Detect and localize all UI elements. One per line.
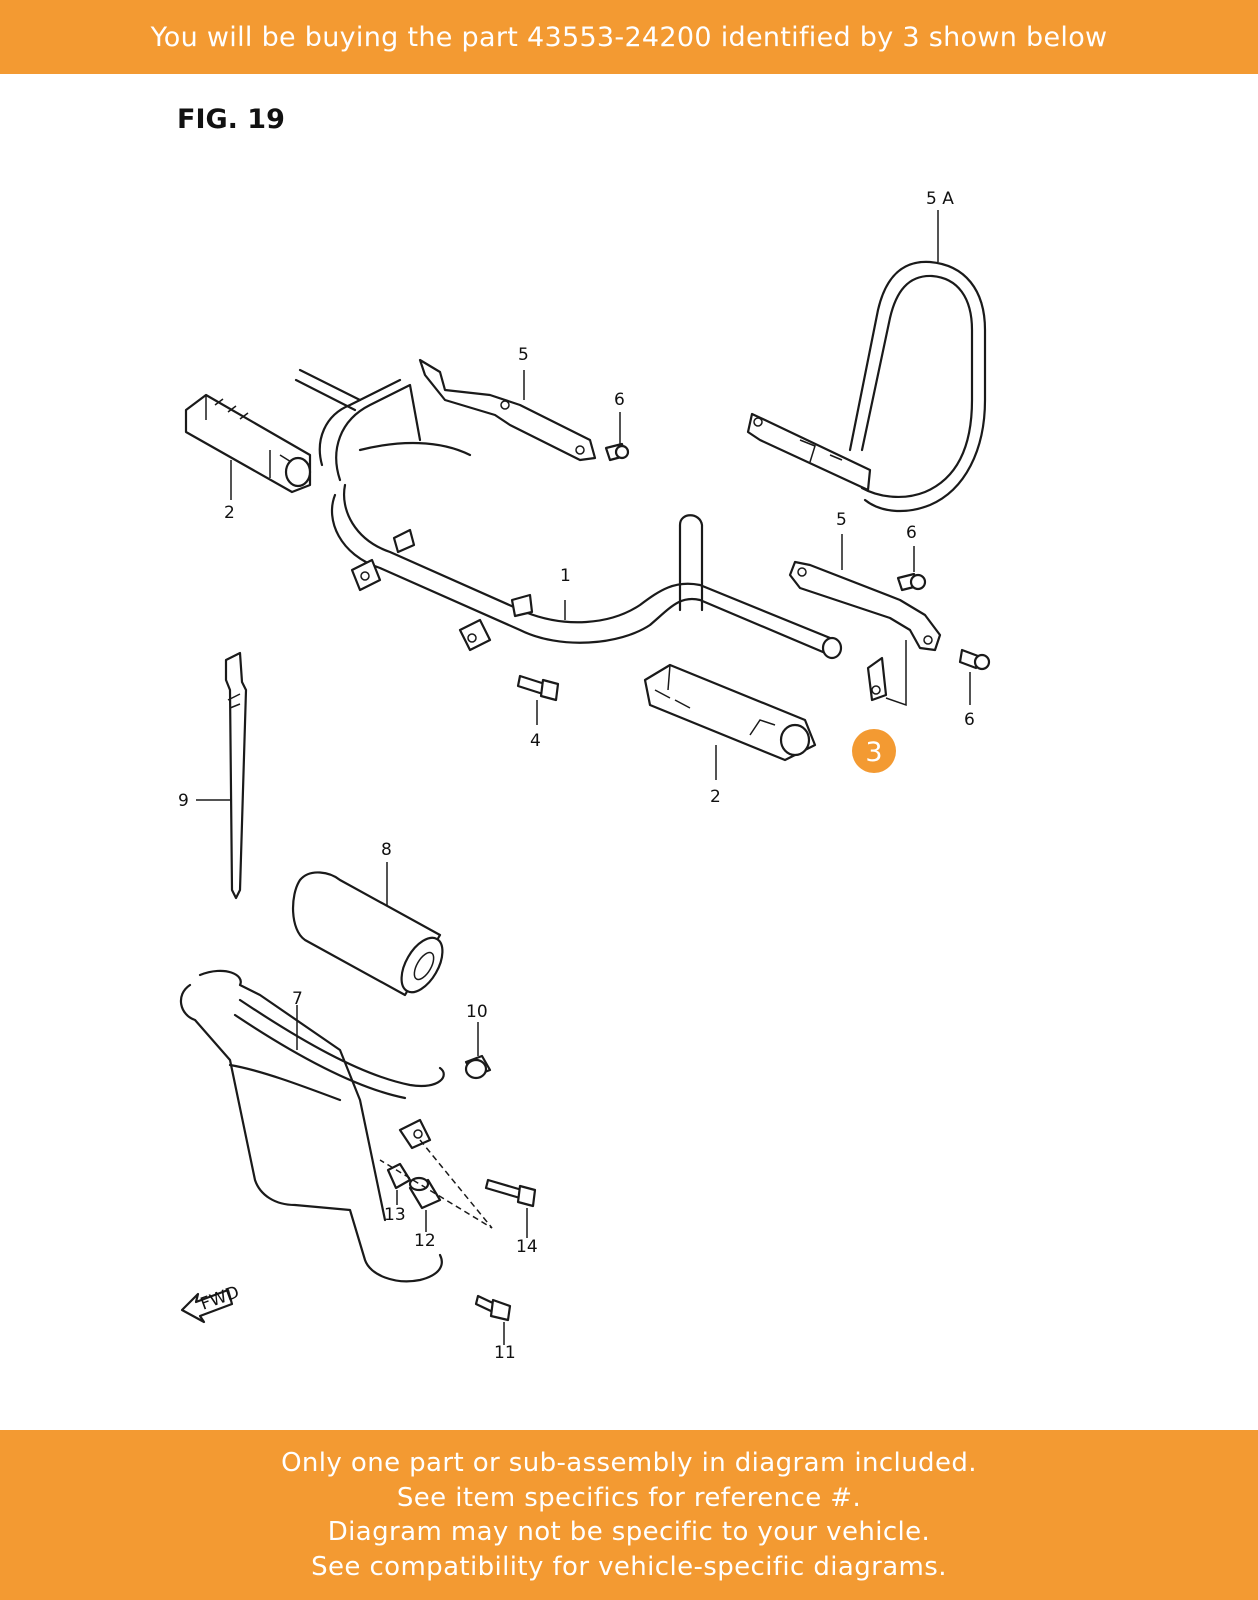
- label-4: 4: [530, 731, 541, 751]
- nut-13: [386, 1162, 412, 1190]
- strap-9: [224, 651, 248, 900]
- bracket-5-lower: [788, 560, 942, 652]
- bolt-6-mid: [896, 572, 927, 592]
- parts-diagram: FWD 1 2 2 4 5 5 5 A 6 6 6 7 8 9 10 11 12…: [178, 189, 991, 1363]
- label-1: 1: [560, 566, 571, 586]
- bolt-14: [484, 1178, 537, 1208]
- footer-line-3: Diagram may not be specific to your vehi…: [327, 1517, 931, 1547]
- footer-banner: Only one part or sub-assembly in diagram…: [0, 1430, 1258, 1600]
- front-guard-7: [179, 969, 445, 1283]
- label-7: 7: [292, 989, 303, 1009]
- footer-line-2: See item specifics for reference #.: [396, 1482, 862, 1513]
- label-10: 10: [466, 1002, 488, 1022]
- label-5A: 5 A: [926, 189, 954, 209]
- label-13: 13: [384, 1205, 406, 1225]
- footrest-right: [643, 663, 817, 762]
- footrest-left: [184, 393, 312, 494]
- bolt-4: [516, 674, 560, 702]
- label-5b: 5: [836, 510, 847, 530]
- label-9: 9: [178, 791, 189, 811]
- bolt-11: [474, 1294, 512, 1322]
- plate-3: [866, 640, 907, 707]
- label-5a: 5: [518, 345, 529, 365]
- footer-line-1: Only one part or sub-assembly in diagram…: [281, 1448, 977, 1478]
- bolt-6-upper: [604, 442, 630, 462]
- sleeve-8: [291, 871, 444, 997]
- fwd-arrow-icon: FWD: [180, 1282, 242, 1324]
- grommet-10: [464, 1054, 492, 1080]
- figure-title: FIG. 19: [177, 104, 285, 135]
- header-banner: You will be buying the part 43553-24200 …: [0, 0, 1258, 74]
- header-text: You will be buying the part 43553-24200 …: [150, 21, 1108, 53]
- label-2b: 2: [710, 787, 721, 807]
- label-2a: 2: [224, 503, 235, 523]
- label-6b: 6: [906, 523, 917, 543]
- highlight-callout-3: 3: [852, 729, 896, 773]
- label-12: 12: [414, 1231, 436, 1251]
- main-frame: [294, 368, 843, 660]
- label-14: 14: [516, 1237, 538, 1257]
- label-6c: 6: [964, 710, 975, 730]
- backrest-5A: [746, 260, 987, 513]
- highlight-label: 3: [865, 737, 882, 768]
- footer-line-4: See compatibility for vehicle-specific d…: [311, 1551, 947, 1582]
- bracket-5-upper: [418, 358, 597, 462]
- bolt-6-lower: [958, 648, 991, 671]
- label-6a: 6: [614, 390, 625, 410]
- label-11: 11: [494, 1343, 516, 1363]
- label-8: 8: [381, 840, 392, 860]
- fwd-label: FWD: [198, 1282, 242, 1314]
